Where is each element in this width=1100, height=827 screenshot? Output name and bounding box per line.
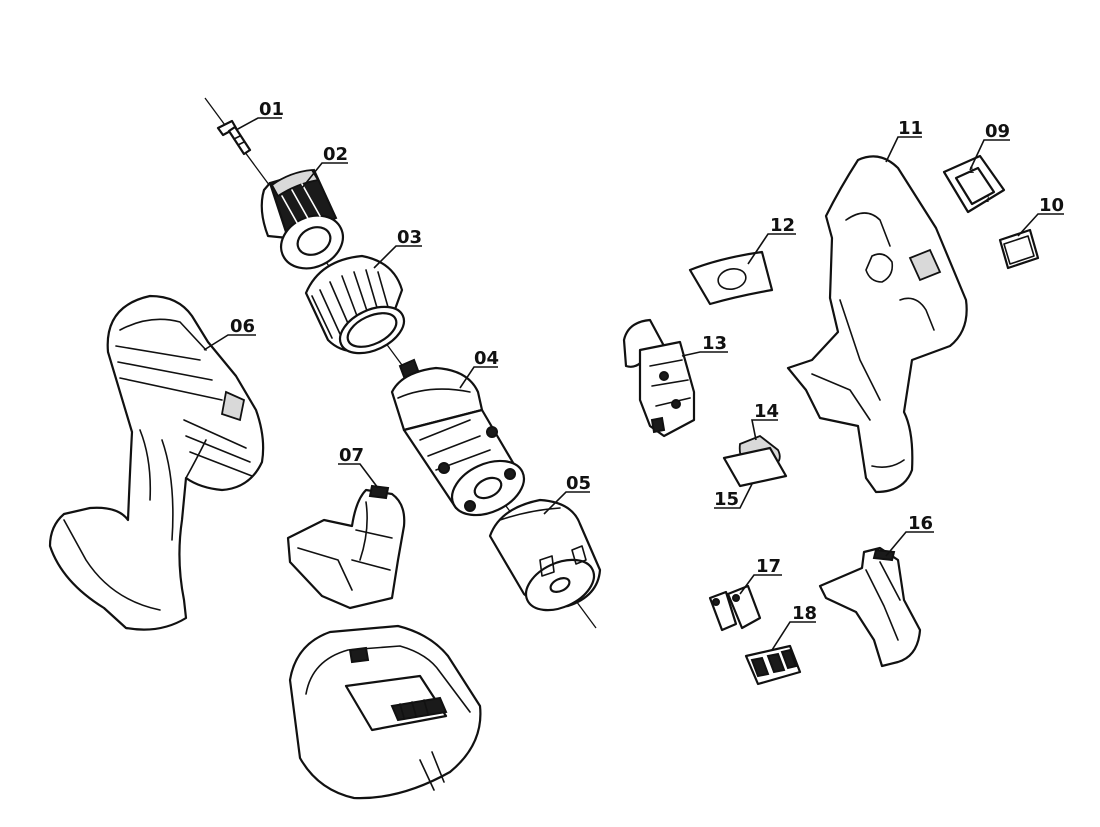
callout-17: 17 bbox=[756, 556, 781, 577]
part-06-left-housing bbox=[48, 294, 265, 631]
leader-02 bbox=[301, 162, 348, 189]
part-11-right-housing bbox=[786, 155, 968, 494]
leader-14 bbox=[751, 419, 778, 441]
part-03-torque-ring bbox=[304, 254, 406, 355]
callout-05: 05 bbox=[566, 473, 591, 494]
leader-18 bbox=[771, 621, 816, 651]
callout-18: 18 bbox=[792, 603, 817, 624]
part-02-chuck bbox=[260, 168, 344, 270]
callout-01: 01 bbox=[259, 99, 284, 120]
leader-01 bbox=[235, 117, 282, 131]
callout-07: 07 bbox=[339, 445, 364, 466]
callout-03: 03 bbox=[397, 227, 422, 248]
leader-06 bbox=[203, 334, 256, 351]
leader-17 bbox=[739, 574, 782, 595]
callout-15: 15 bbox=[714, 489, 739, 510]
leader-04 bbox=[459, 366, 498, 389]
callout-09: 09 bbox=[985, 121, 1010, 142]
leader-05 bbox=[543, 491, 590, 515]
callout-12: 12 bbox=[770, 215, 795, 236]
callout-14: 14 bbox=[754, 401, 779, 422]
part-13-switch bbox=[622, 318, 696, 438]
leader-03 bbox=[373, 245, 422, 269]
leader-09 bbox=[969, 139, 1010, 171]
leader-15 bbox=[714, 483, 753, 509]
switch-slot-label-2: 2 bbox=[984, 195, 990, 205]
leader-16 bbox=[885, 531, 934, 557]
leader-11 bbox=[885, 136, 922, 163]
leader-10 bbox=[1017, 213, 1064, 237]
part-18-terminal-block bbox=[744, 644, 802, 686]
part-07-battery-holder bbox=[286, 484, 406, 610]
callout-04: 04 bbox=[474, 348, 499, 369]
part-12-pad bbox=[688, 250, 774, 306]
part-09-switch-cover: 1 2 bbox=[942, 154, 1006, 214]
callout-leaders bbox=[203, 117, 1064, 651]
battery-pack bbox=[288, 624, 482, 800]
switch-slot-label-1: 1 bbox=[969, 166, 975, 176]
callout-06: 06 bbox=[230, 316, 255, 337]
part-04-gearbox bbox=[390, 358, 526, 517]
part-01-screw bbox=[216, 119, 252, 156]
part-17-contact-plates bbox=[708, 584, 762, 632]
callout-02: 02 bbox=[323, 144, 348, 165]
callout-numbers: 01 02 03 04 05 06 07 09 10 11 12 13 14 1… bbox=[230, 99, 1064, 624]
part-16-latch-bracket bbox=[818, 546, 922, 668]
leader-13 bbox=[681, 351, 728, 357]
part-15-spring-plate bbox=[722, 446, 788, 488]
leader-12 bbox=[747, 233, 796, 265]
part-10-label-plate bbox=[998, 228, 1040, 270]
callout-10: 10 bbox=[1039, 195, 1064, 216]
part-05-motor bbox=[488, 498, 602, 612]
callout-16: 16 bbox=[908, 513, 933, 534]
callout-11: 11 bbox=[898, 118, 923, 139]
leader-07 bbox=[338, 463, 379, 489]
callout-13: 13 bbox=[702, 333, 727, 354]
